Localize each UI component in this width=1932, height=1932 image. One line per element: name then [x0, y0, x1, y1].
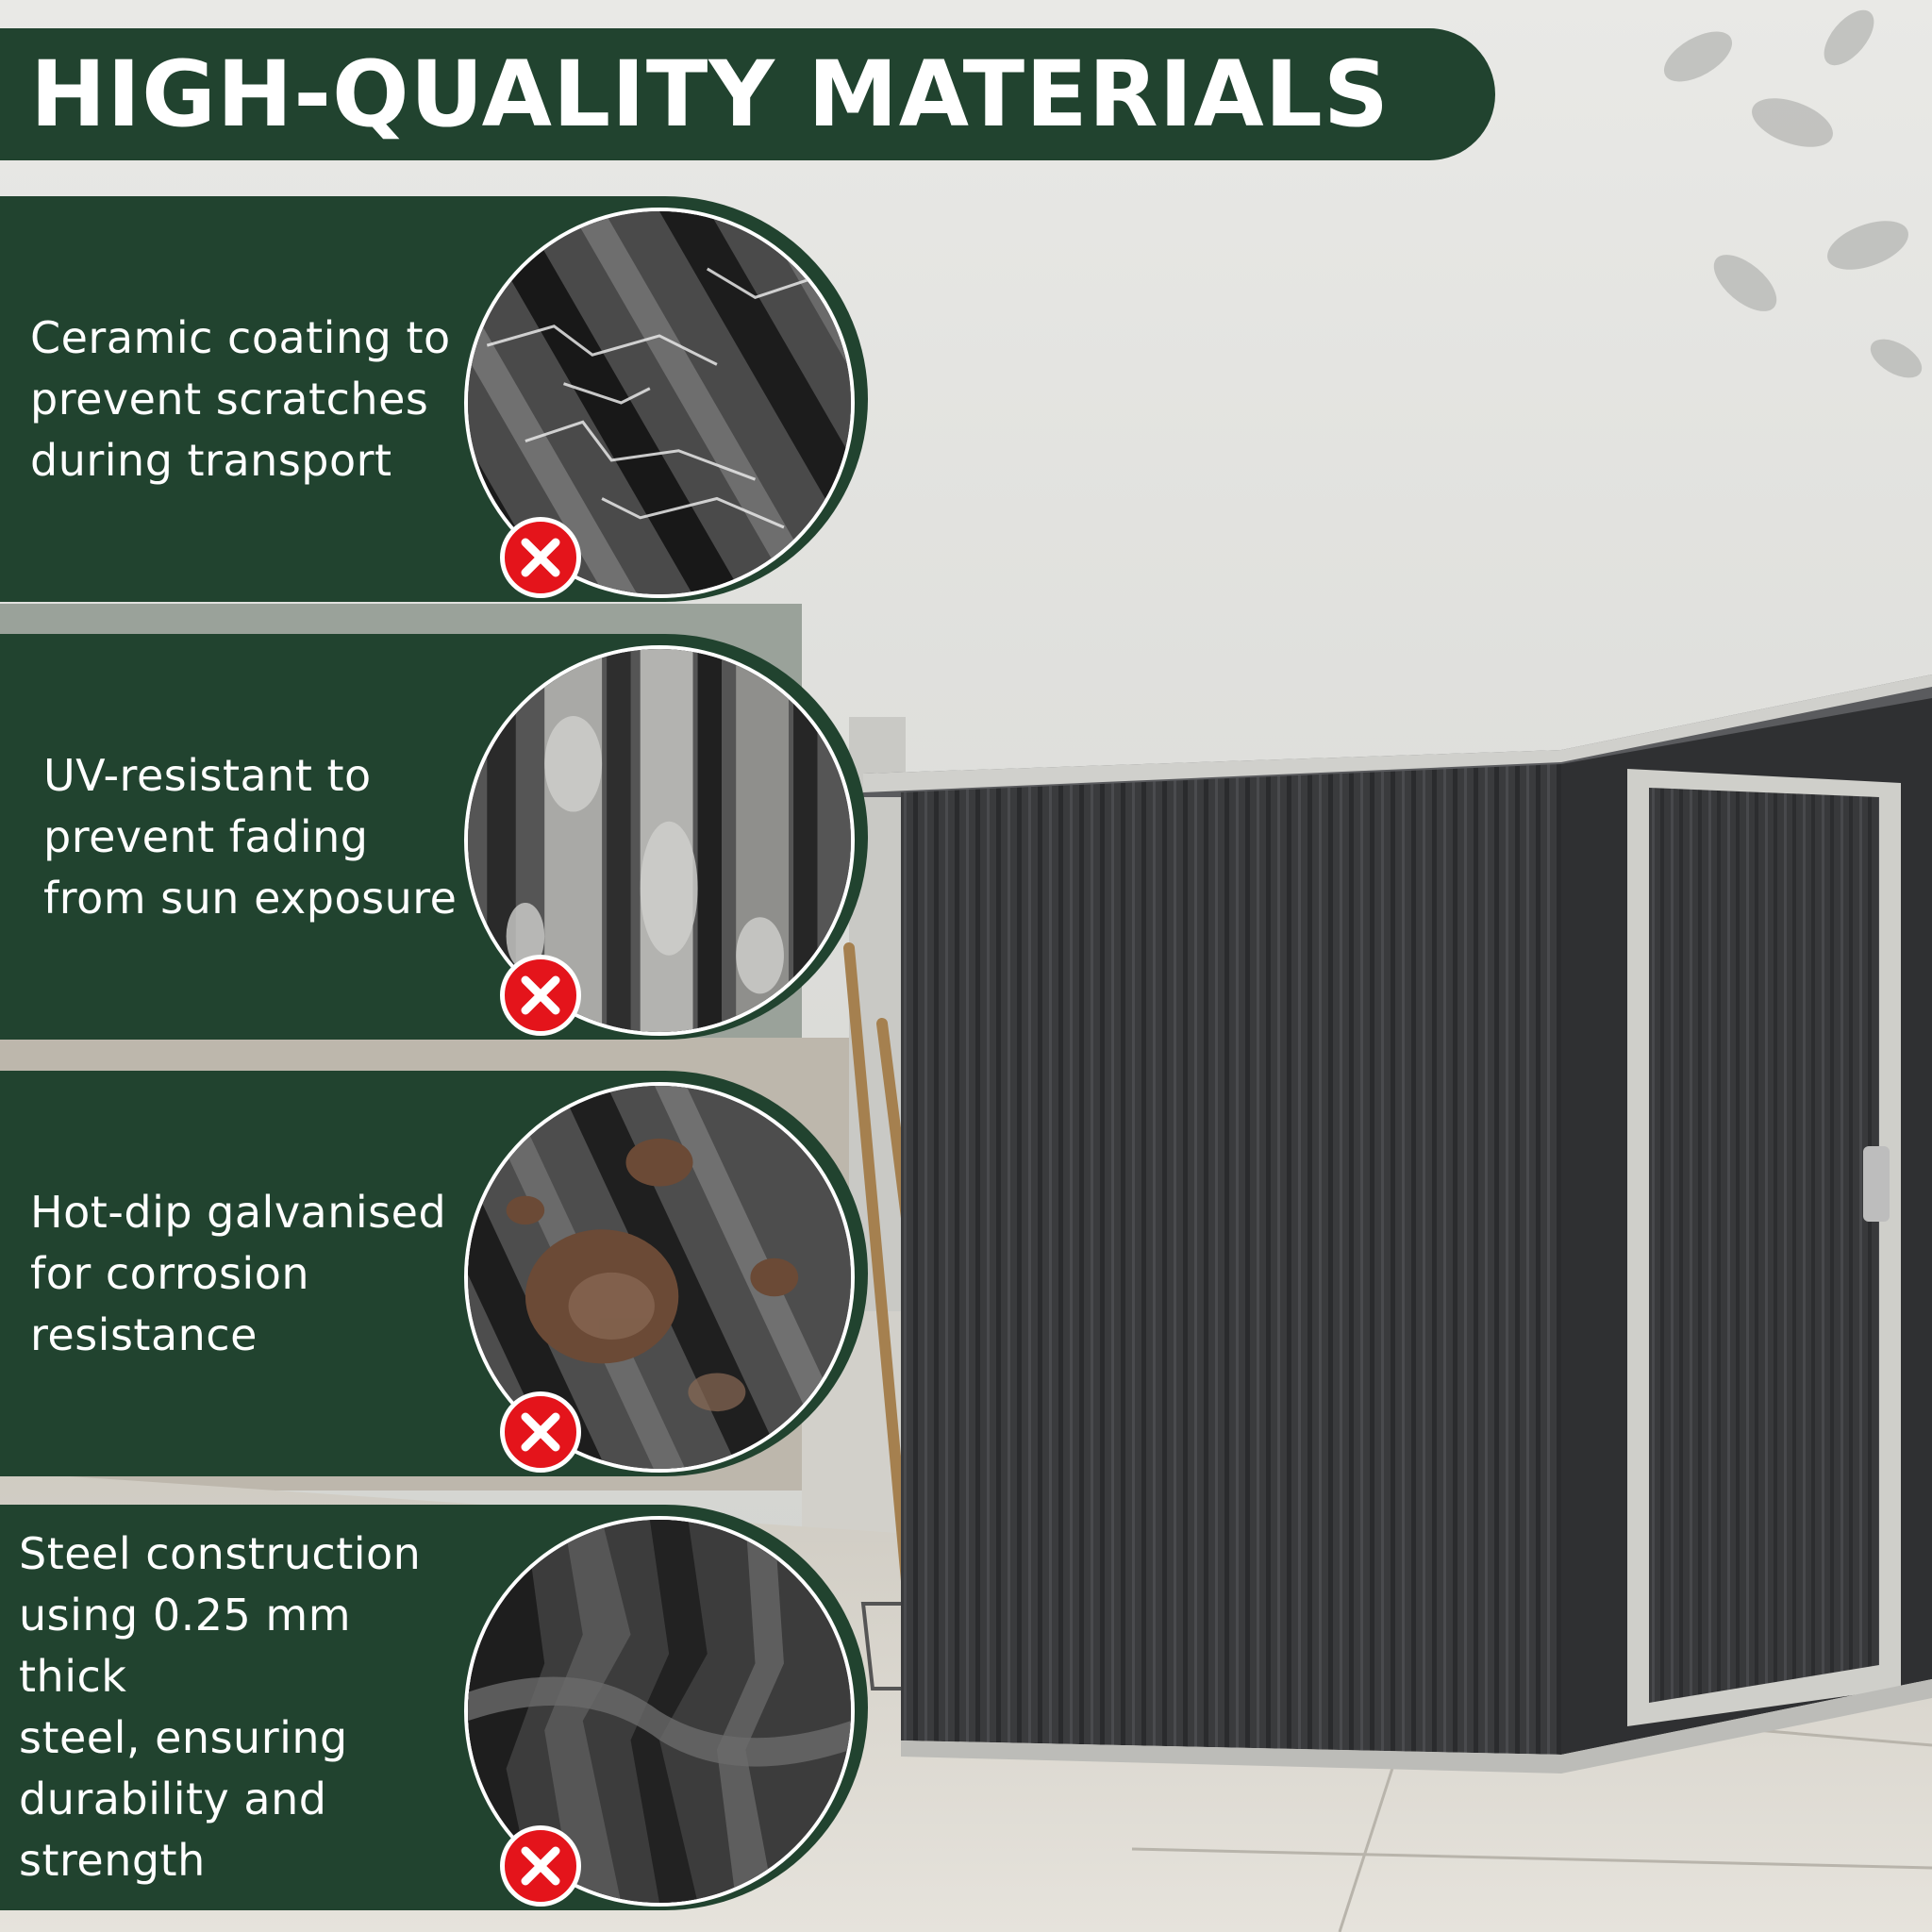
feature-line: resistance [30, 1308, 258, 1360]
feature-line: prevent scratches [30, 373, 429, 425]
feature-line: for corrosion [30, 1247, 309, 1299]
feature-description: UV-resistant to prevent fading from sun … [43, 634, 477, 1040]
close-icon [500, 517, 581, 598]
feature-line: during transport [30, 434, 392, 486]
feature-panel-uv-resistant: UV-resistant to prevent fading from sun … [0, 634, 868, 1040]
feature-line: UV-resistant to [43, 749, 372, 801]
page-title: HIGH-QUALITY MATERIALS [30, 42, 1390, 147]
scratched-metal-photo [464, 208, 855, 598]
close-icon [500, 955, 581, 1036]
feature-line: from sun exposure [43, 872, 458, 924]
feature-description: Steel construction using 0.25 mm thick s… [19, 1505, 472, 1910]
close-icon [500, 1391, 581, 1473]
feature-line: prevent fading [43, 810, 369, 862]
feature-panel-ceramic-coating: Ceramic coating to prevent scratches dur… [0, 196, 868, 602]
faded-metal-photo [464, 645, 855, 1036]
feature-description: Hot-dip galvanised for corrosion resista… [30, 1071, 464, 1476]
feature-line: Steel construction [19, 1528, 422, 1579]
feature-line: steel, ensuring [19, 1712, 348, 1763]
feature-line: durability and [19, 1774, 327, 1824]
feature-panel-steel-construction: Steel construction using 0.25 mm thick s… [0, 1505, 868, 1910]
feature-line: using 0.25 mm thick [19, 1590, 352, 1702]
close-icon [500, 1825, 581, 1907]
feature-description: Ceramic coating to prevent scratches dur… [30, 196, 464, 602]
feature-line: Hot-dip galvanised [30, 1186, 447, 1238]
header-banner: HIGH-QUALITY MATERIALS [0, 28, 1495, 160]
feature-line: strength [19, 1835, 206, 1886]
feature-panel-galvanised: Hot-dip galvanised for corrosion resista… [0, 1071, 868, 1476]
feature-line: Ceramic coating to [30, 311, 451, 363]
